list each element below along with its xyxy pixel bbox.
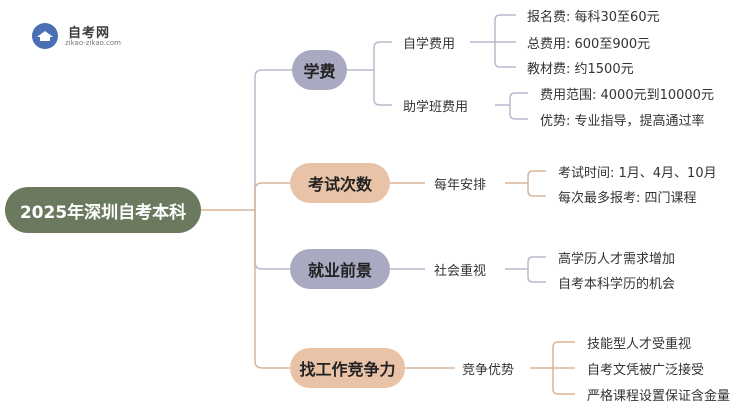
logo-title: 自考网 [68, 26, 111, 41]
connector-branch-2 [254, 182, 290, 210]
branch-employment: 就业前景 [290, 249, 390, 289]
connector-branch-4 [254, 210, 290, 369]
leaf-textbook-fee: 教材费: 约1500元 [527, 62, 634, 77]
leaf-total-fee: 总费用: 600至900元 [527, 37, 651, 52]
connector-branch-3 [254, 210, 290, 270]
sub-tutoring-fee: 助学班费用 [403, 100, 469, 115]
sub-social-emphasis: 社会重视 [434, 264, 487, 279]
leaf-advantage: 优势: 专业指导，提高通过率 [540, 114, 705, 129]
leaf-degree-opportunity: 自考本科学历的机会 [558, 277, 676, 292]
logo-url: zikao-zikao.com [65, 39, 121, 47]
sub-annual-schedule: 每年安排 [434, 178, 487, 193]
sub-competitive-advantage: 竞争优势 [462, 363, 515, 378]
site-logo[interactable]: 自考网 zikao-zikao.com [32, 20, 152, 50]
branch-tuition: 学费 [292, 50, 347, 90]
leaf-skilled-talent: 技能型人才受重视 [587, 337, 692, 352]
leaf-strict-curriculum: 严格课程设置保证含金量 [587, 389, 731, 404]
branch-job-competitiveness: 找工作竞争力 [290, 348, 405, 388]
root-node: 2025年深圳自考本科 [5, 187, 201, 233]
leaf-registration-fee: 报名费: 每科30至60元 [527, 10, 660, 25]
graduation-cap-icon [32, 23, 58, 49]
branch-exam-times: 考试次数 [290, 163, 390, 203]
leaf-demand-increase: 高学历人才需求增加 [558, 252, 676, 267]
sub-self-study-fee: 自学费用 [403, 37, 456, 52]
leaf-exam-time: 考试时间: 1月、4月、10月 [558, 166, 717, 181]
leaf-diploma-accepted: 自考文凭被广泛接受 [587, 363, 705, 378]
leaf-max-courses: 每次最多报考: 四门课程 [558, 191, 697, 206]
leaf-fee-range: 费用范围: 4000元到10000元 [540, 88, 714, 103]
connector-branch-1 [254, 69, 292, 210]
